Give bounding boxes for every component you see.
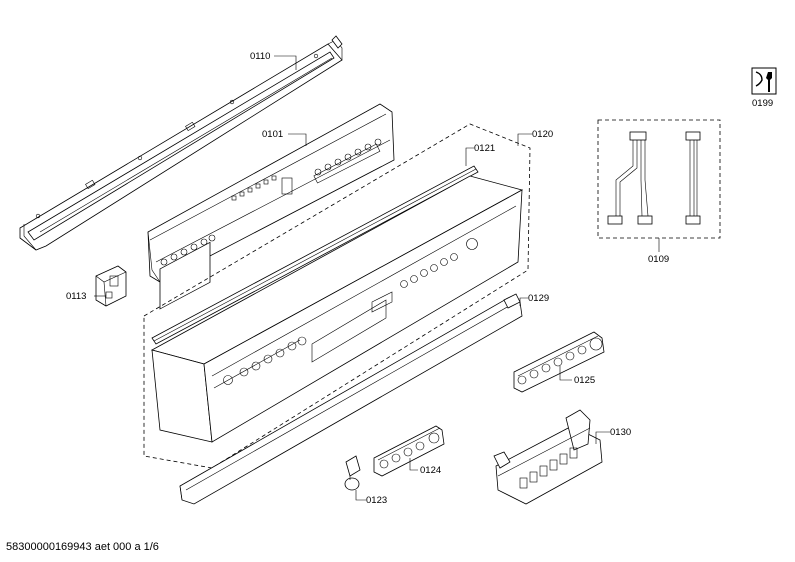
callout-0109: 0109 — [648, 254, 669, 265]
callout-0123: 0123 — [366, 495, 387, 506]
leader-lines — [94, 55, 660, 501]
part-0113-bracket[interactable] — [95, 265, 127, 307]
part-0110-rail[interactable] — [19, 35, 343, 251]
callout-0125: 0125 — [574, 375, 595, 386]
callout-0110: 0110 — [250, 51, 270, 62]
callout-0113: 0113 — [66, 291, 86, 302]
callout-0199: 0199 — [752, 98, 773, 109]
document-id: 58300000169943 aet 000 a 1/6 — [6, 541, 159, 553]
part-control-panel-body[interactable] — [150, 175, 524, 443]
callout-0101: 0101 — [262, 129, 283, 140]
part-0129-lower-strip[interactable] — [179, 293, 523, 505]
part-0125-switch-board[interactable] — [513, 331, 605, 393]
part-0120-control-panel-outline[interactable] — [143, 123, 531, 469]
callout-0129: 0129 — [528, 293, 549, 304]
part-0121-trim-strip[interactable] — [151, 165, 479, 345]
callout-0121: 0121 — [474, 143, 495, 154]
callout-0130: 0130 — [610, 427, 631, 438]
callout-0124: 0124 — [420, 465, 441, 476]
callout-labels: 0110 0101 0121 0120 0113 0109 0129 0125 … — [66, 51, 773, 506]
part-0124-switch-board[interactable] — [373, 425, 445, 477]
part-0109-wiring-harness[interactable] — [597, 119, 721, 239]
part-0101-module[interactable] — [147, 103, 395, 310]
callout-0120: 0120 — [532, 129, 553, 140]
part-0130-housing[interactable] — [493, 409, 603, 505]
part-0123-knob[interactable] — [344, 455, 361, 491]
tool-icon — [751, 67, 777, 95]
